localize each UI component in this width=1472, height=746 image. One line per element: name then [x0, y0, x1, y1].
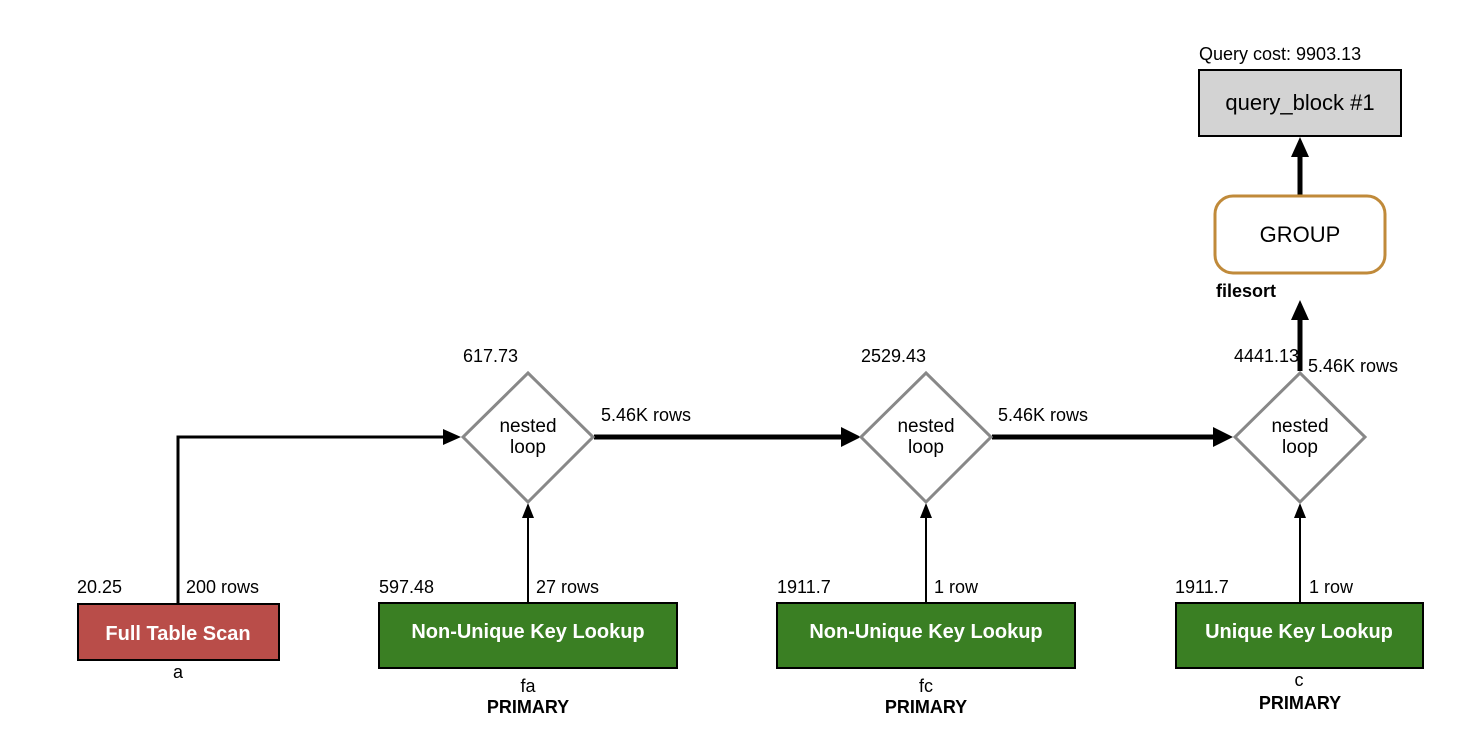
- fa-key-lookup-box[interactable]: [378, 602, 678, 669]
- arrowhead-loop1-bottom: [522, 503, 534, 518]
- table-a-name: a: [173, 662, 184, 682]
- arrowhead-group-bottom: [1291, 300, 1309, 320]
- arrowhead-loop1-left: [443, 429, 461, 445]
- table-c-key: PRIMARY: [1259, 693, 1341, 713]
- arrowhead-loop3-left: [1213, 427, 1233, 447]
- arrowhead-loop3-bottom: [1294, 503, 1306, 518]
- table-a-cost: 20.25: [77, 577, 122, 597]
- fa-key-lookup-label: Non-Unique Key Lookup: [411, 621, 644, 643]
- loop-2-label-line2: loop: [908, 437, 944, 458]
- table-fc-cost: 1911.7: [777, 577, 831, 597]
- query-cost-label: Query cost: 9903.13: [1199, 44, 1361, 64]
- arrowhead-loop2-left: [841, 427, 861, 447]
- table-a-rows: 200 rows: [186, 577, 259, 597]
- edge-scan-to-loop1: [176, 435, 447, 603]
- arrowhead-loop2-bottom: [920, 503, 932, 518]
- loop-2-output-rows: 5.46K rows: [998, 405, 1088, 425]
- table-fa-key: PRIMARY: [487, 697, 569, 717]
- table-c-name: c: [1295, 670, 1304, 690]
- nested-loop-2-diamond[interactable]: [858, 370, 994, 505]
- filesort-label: filesort: [1216, 281, 1276, 301]
- query-block-label: query_block #1: [1225, 90, 1374, 115]
- table-fc-key: PRIMARY: [885, 697, 967, 717]
- loop-2-label-line1: nested: [897, 416, 954, 437]
- table-fc-rows: 1 row: [934, 577, 979, 597]
- c-key-lookup-label: Unique Key Lookup: [1205, 621, 1393, 643]
- full-table-scan-box[interactable]: [77, 603, 280, 661]
- table-fc-name: fc: [919, 676, 933, 696]
- table-fa-cost: 597.48: [379, 577, 434, 597]
- loop-1-label-line2: loop: [510, 437, 546, 458]
- table-c-rows: 1 row: [1309, 577, 1354, 597]
- loop-3-output-rows: 5.46K rows: [1308, 356, 1398, 376]
- loop-2-cost: 2529.43: [861, 346, 926, 366]
- table-fa-rows: 27 rows: [536, 577, 599, 597]
- loop-3-cost: 4441.13: [1234, 346, 1299, 366]
- nested-loop-3-diamond[interactable]: [1232, 370, 1368, 505]
- c-key-lookup-box[interactable]: [1175, 602, 1424, 669]
- query-block-box[interactable]: [1198, 69, 1402, 137]
- nested-loop-1-diamond[interactable]: [460, 370, 596, 505]
- fc-key-lookup-label: Non-Unique Key Lookup: [809, 621, 1042, 643]
- table-c-cost: 1911.7: [1175, 577, 1229, 597]
- loop-3-label-line1: nested: [1271, 416, 1328, 437]
- loop-1-label-line1: nested: [499, 416, 556, 437]
- table-fa-name: fa: [520, 676, 536, 696]
- group-box[interactable]: [1213, 194, 1387, 275]
- fc-key-lookup-box[interactable]: [776, 602, 1076, 669]
- loop-1-cost: 617.73: [463, 346, 518, 366]
- loop-1-output-rows: 5.46K rows: [601, 405, 691, 425]
- group-label: GROUP: [1260, 222, 1341, 247]
- full-table-scan-label: Full Table Scan: [105, 623, 250, 645]
- arrowhead-query-block-bottom: [1291, 137, 1309, 157]
- loop-3-label-line2: loop: [1282, 437, 1318, 458]
